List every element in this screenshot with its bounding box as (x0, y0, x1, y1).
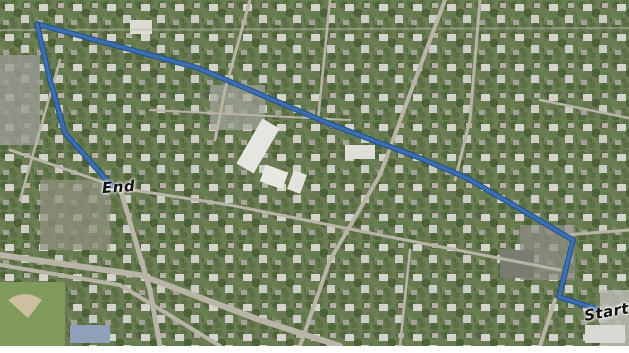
end-label: End (101, 176, 136, 198)
route-path (34, 21, 600, 312)
